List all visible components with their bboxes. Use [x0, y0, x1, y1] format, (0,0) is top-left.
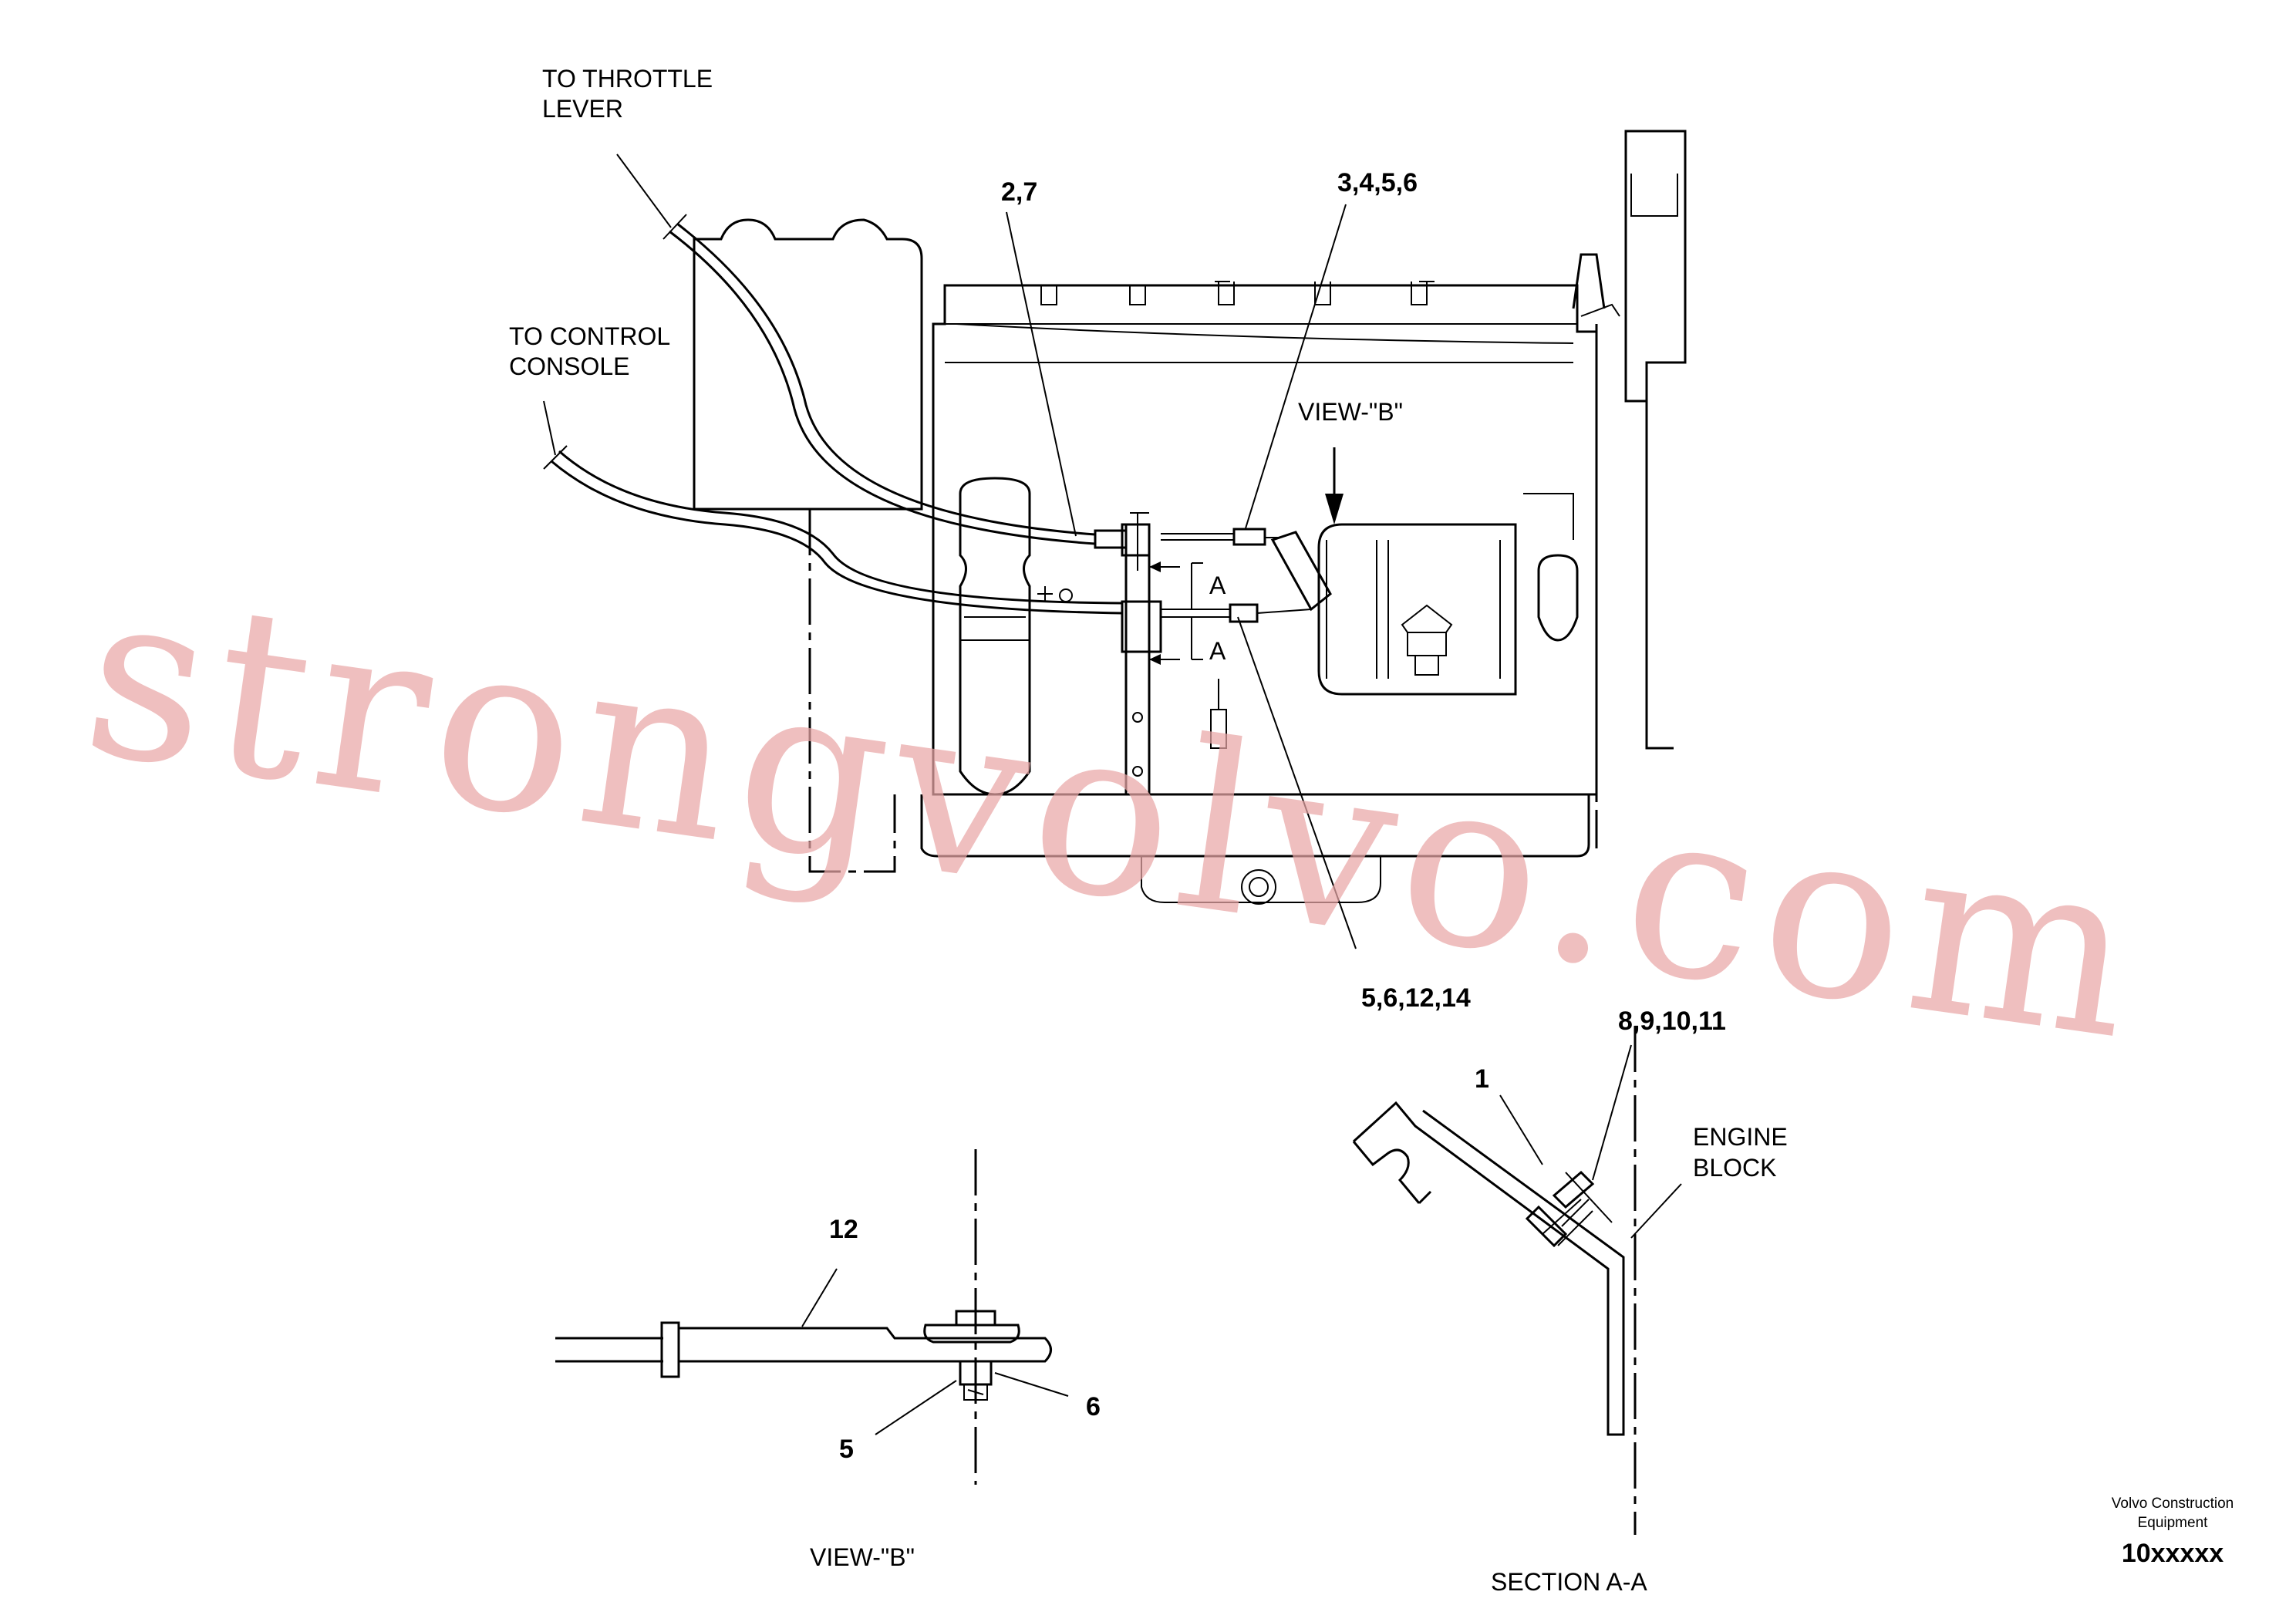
label-to-control-1: TO CONTROL	[509, 322, 670, 350]
callout-8-9-10-11: 8,9,10,11	[1618, 1007, 1726, 1036]
annotation-text: TO THROTTLE LEVER TO CONTROL CONSOLE VIE…	[509, 65, 2234, 1596]
brand-line-2: Equipment	[2138, 1515, 2209, 1531]
callout-3-4-5-6: 3,4,5,6	[1337, 168, 1418, 197]
caption-view-b: VIEW-"B"	[810, 1543, 915, 1571]
section-a-a-detail	[1352, 1026, 1682, 1535]
callout-2-7: 2,7	[1001, 177, 1037, 207]
label-section-a-1: A	[1209, 572, 1226, 599]
callout-6: 6	[1086, 1392, 1101, 1421]
label-engine-1: ENGINE	[1693, 1123, 1788, 1151]
engine-assembly	[693, 130, 1687, 905]
drawing-code: 10xxxxx	[2122, 1539, 2224, 1568]
callout-12: 12	[829, 1215, 858, 1244]
label-to-throttle-2: LEVER	[542, 95, 623, 123]
watermark: strongvolvo.com	[71, 538, 2158, 1092]
brand-line-1: Volvo Construction	[2112, 1496, 2234, 1512]
caption-section-a-a: SECTION A-A	[1491, 1568, 1647, 1596]
watermark-text: strongvolvo.com	[71, 538, 2158, 1092]
leader-lines	[543, 153, 1357, 949]
label-to-control-2: CONSOLE	[509, 352, 629, 380]
callout-5: 5	[839, 1435, 854, 1464]
label-view-b-top: VIEW-"B"	[1298, 398, 1403, 426]
control-cable	[543, 445, 1312, 623]
label-engine-2: BLOCK	[1693, 1154, 1776, 1182]
label-to-throttle-1: TO THROTTLE	[542, 65, 713, 93]
throttle-cable	[663, 214, 1280, 549]
callout-5-6-12-14: 5,6,12,14	[1361, 983, 1471, 1013]
view-b-detail	[555, 1149, 1069, 1485]
callout-1: 1	[1475, 1064, 1489, 1094]
label-section-a-2: A	[1209, 637, 1226, 665]
